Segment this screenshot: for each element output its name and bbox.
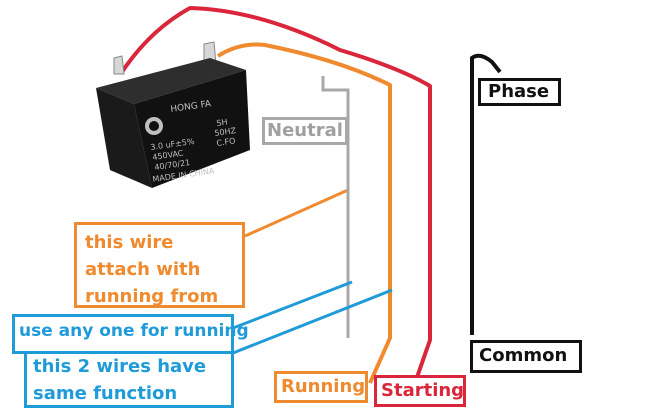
phase-common-wire bbox=[470, 53, 502, 335]
same-function-note: this 2 wires have same function bbox=[24, 348, 234, 408]
common-label: Common bbox=[470, 340, 582, 373]
capacitor-body bbox=[96, 41, 250, 188]
any-one-note: use any one for running bbox=[12, 314, 249, 354]
running-label: Running bbox=[274, 371, 368, 403]
neutral-label: Neutral bbox=[262, 117, 348, 145]
starting-label: Starting bbox=[374, 375, 466, 407]
running-pointer-line bbox=[244, 188, 349, 238]
blue-pointer-line-2 bbox=[227, 288, 393, 357]
phase-label: Phase bbox=[478, 78, 561, 106]
blue-pointer-line-1 bbox=[227, 280, 353, 332]
neutral-wire bbox=[321, 76, 350, 338]
running-wire bbox=[216, 42, 392, 384]
attach-note: this wire attach with running from motor bbox=[74, 222, 245, 334]
starting-wire bbox=[120, 6, 432, 384]
capacitor: HONG FA 3.0 uF±5% 450VAC 40/70/21 MADE I… bbox=[92, 40, 252, 190]
